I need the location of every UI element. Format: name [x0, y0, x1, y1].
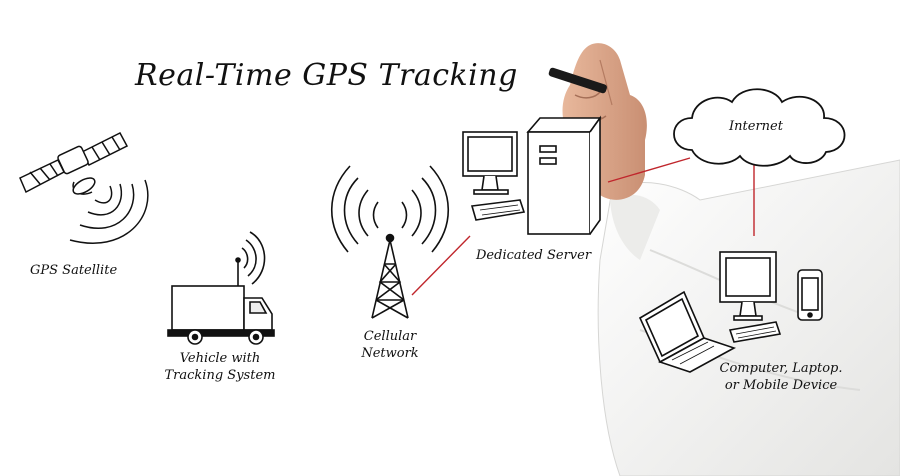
gps-satellite-icon [19, 132, 149, 244]
label-gps-satellite: GPS Satellite [30, 263, 118, 278]
diagram-title: Real-Time GPS Tracking [135, 58, 518, 93]
label-devices-line1: Computer, Laptop. [719, 361, 843, 376]
desktop-computer-icon [719, 251, 782, 343]
link-server-internet [607, 157, 691, 183]
label-cellular: Cellular Network [345, 328, 435, 362]
dedicated-server-icon [462, 115, 602, 235]
label-vehicle: Vehicle with Tracking System [150, 350, 290, 384]
laptop-icon [638, 290, 736, 373]
label-devices-line2: or Mobile Device [724, 378, 838, 393]
vehicle-tracking-icon [167, 231, 275, 345]
label-internet: Internet [729, 119, 783, 134]
label-dedicated-server: Dedicated Server [476, 248, 592, 263]
cellular-tower-icon [331, 165, 449, 319]
link-cellular-server [411, 235, 471, 296]
label-cellular-line2: Network [361, 346, 419, 361]
label-vehicle-line1: Vehicle with [179, 351, 261, 366]
internet-cloud-icon [673, 88, 846, 167]
label-devices: Computer, Laptop. or Mobile Device [696, 360, 866, 394]
connection-lines [411, 157, 755, 296]
label-vehicle-line2: Tracking System [164, 368, 276, 383]
label-cellular-line1: Cellular [363, 329, 417, 344]
mobile-phone-icon [797, 269, 823, 321]
